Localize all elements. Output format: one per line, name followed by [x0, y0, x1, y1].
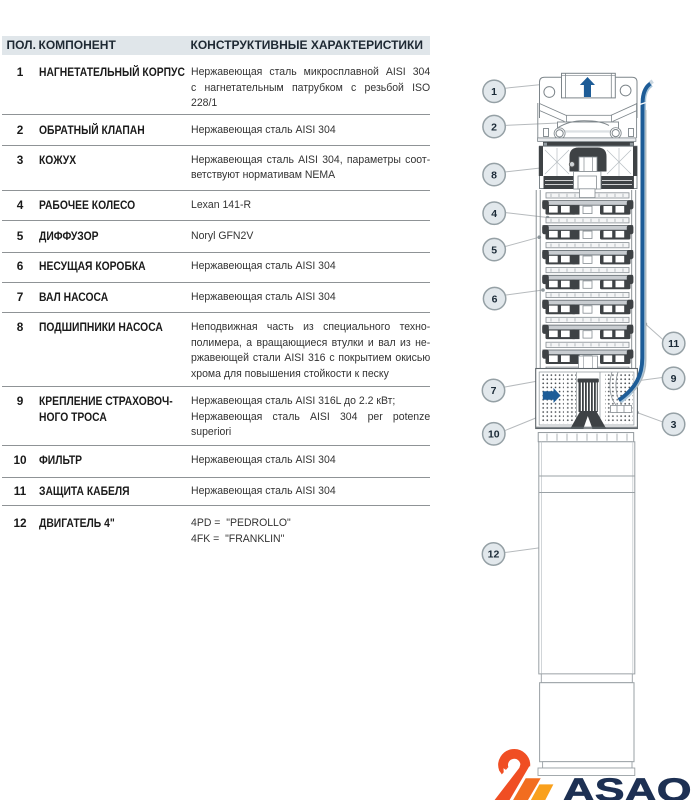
svg-text:11: 11: [668, 338, 679, 350]
svg-text:ASAO: ASAO: [563, 772, 692, 800]
svg-text:3: 3: [671, 419, 677, 431]
svg-text:2: 2: [491, 121, 497, 133]
svg-text:1: 1: [491, 86, 497, 98]
svg-text:8: 8: [491, 169, 497, 181]
svg-text:5: 5: [491, 244, 497, 256]
svg-text:7: 7: [491, 385, 497, 397]
svg-text:6: 6: [492, 293, 498, 305]
svg-text:9: 9: [671, 373, 677, 385]
svg-text:10: 10: [488, 429, 500, 441]
svg-text:12: 12: [488, 549, 500, 561]
svg-text:4: 4: [491, 208, 497, 220]
